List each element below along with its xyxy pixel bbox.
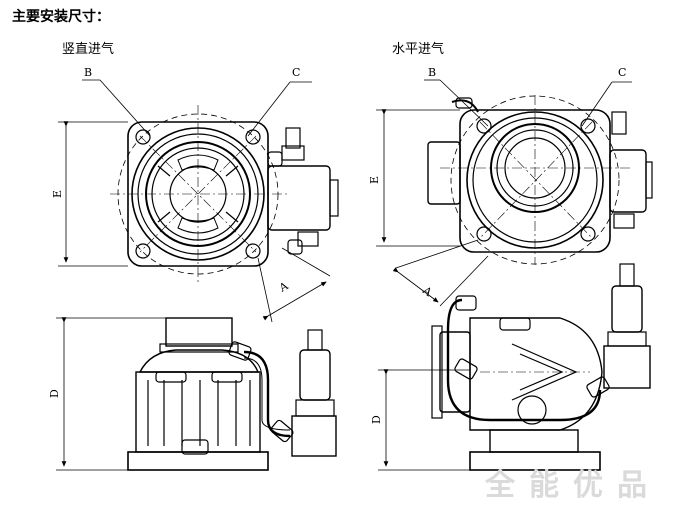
page-heading: 主要安装尺寸： bbox=[12, 9, 110, 25]
callout-b-horizontal: B bbox=[428, 66, 436, 79]
label-a-vertical: A bbox=[276, 279, 291, 295]
vertical-side-view bbox=[127, 317, 337, 471]
label-a-horizontal: A bbox=[419, 283, 435, 299]
vertical-top-view bbox=[110, 105, 339, 283]
label-d-horizontal: D bbox=[370, 415, 383, 424]
dimension-d-vertical bbox=[56, 317, 166, 471]
callouts-horizontal bbox=[424, 79, 632, 127]
horizontal-intake-title: 水平进气 bbox=[392, 42, 445, 57]
vertical-intake-title: 竖直进气 bbox=[62, 42, 115, 57]
callouts-vertical bbox=[82, 79, 312, 137]
callout-c-horizontal: C bbox=[618, 66, 626, 79]
horizontal-side-view bbox=[431, 263, 651, 471]
dimension-e-horizontal bbox=[376, 109, 460, 247]
dimension-a-horizontal bbox=[392, 239, 489, 307]
dimension-a-vertical bbox=[257, 247, 331, 323]
callout-b-vertical: B bbox=[84, 66, 92, 79]
horizontal-top-view bbox=[427, 95, 653, 265]
label-e-horizontal: E bbox=[368, 176, 381, 184]
watermark: 全能优品 bbox=[485, 468, 661, 503]
dimension-e-vertical bbox=[58, 121, 128, 267]
label-d-vertical: D bbox=[48, 389, 61, 398]
label-e-vertical: E bbox=[51, 190, 64, 198]
callout-c-vertical: C bbox=[292, 66, 300, 79]
dimension-d-horizontal bbox=[378, 369, 470, 471]
